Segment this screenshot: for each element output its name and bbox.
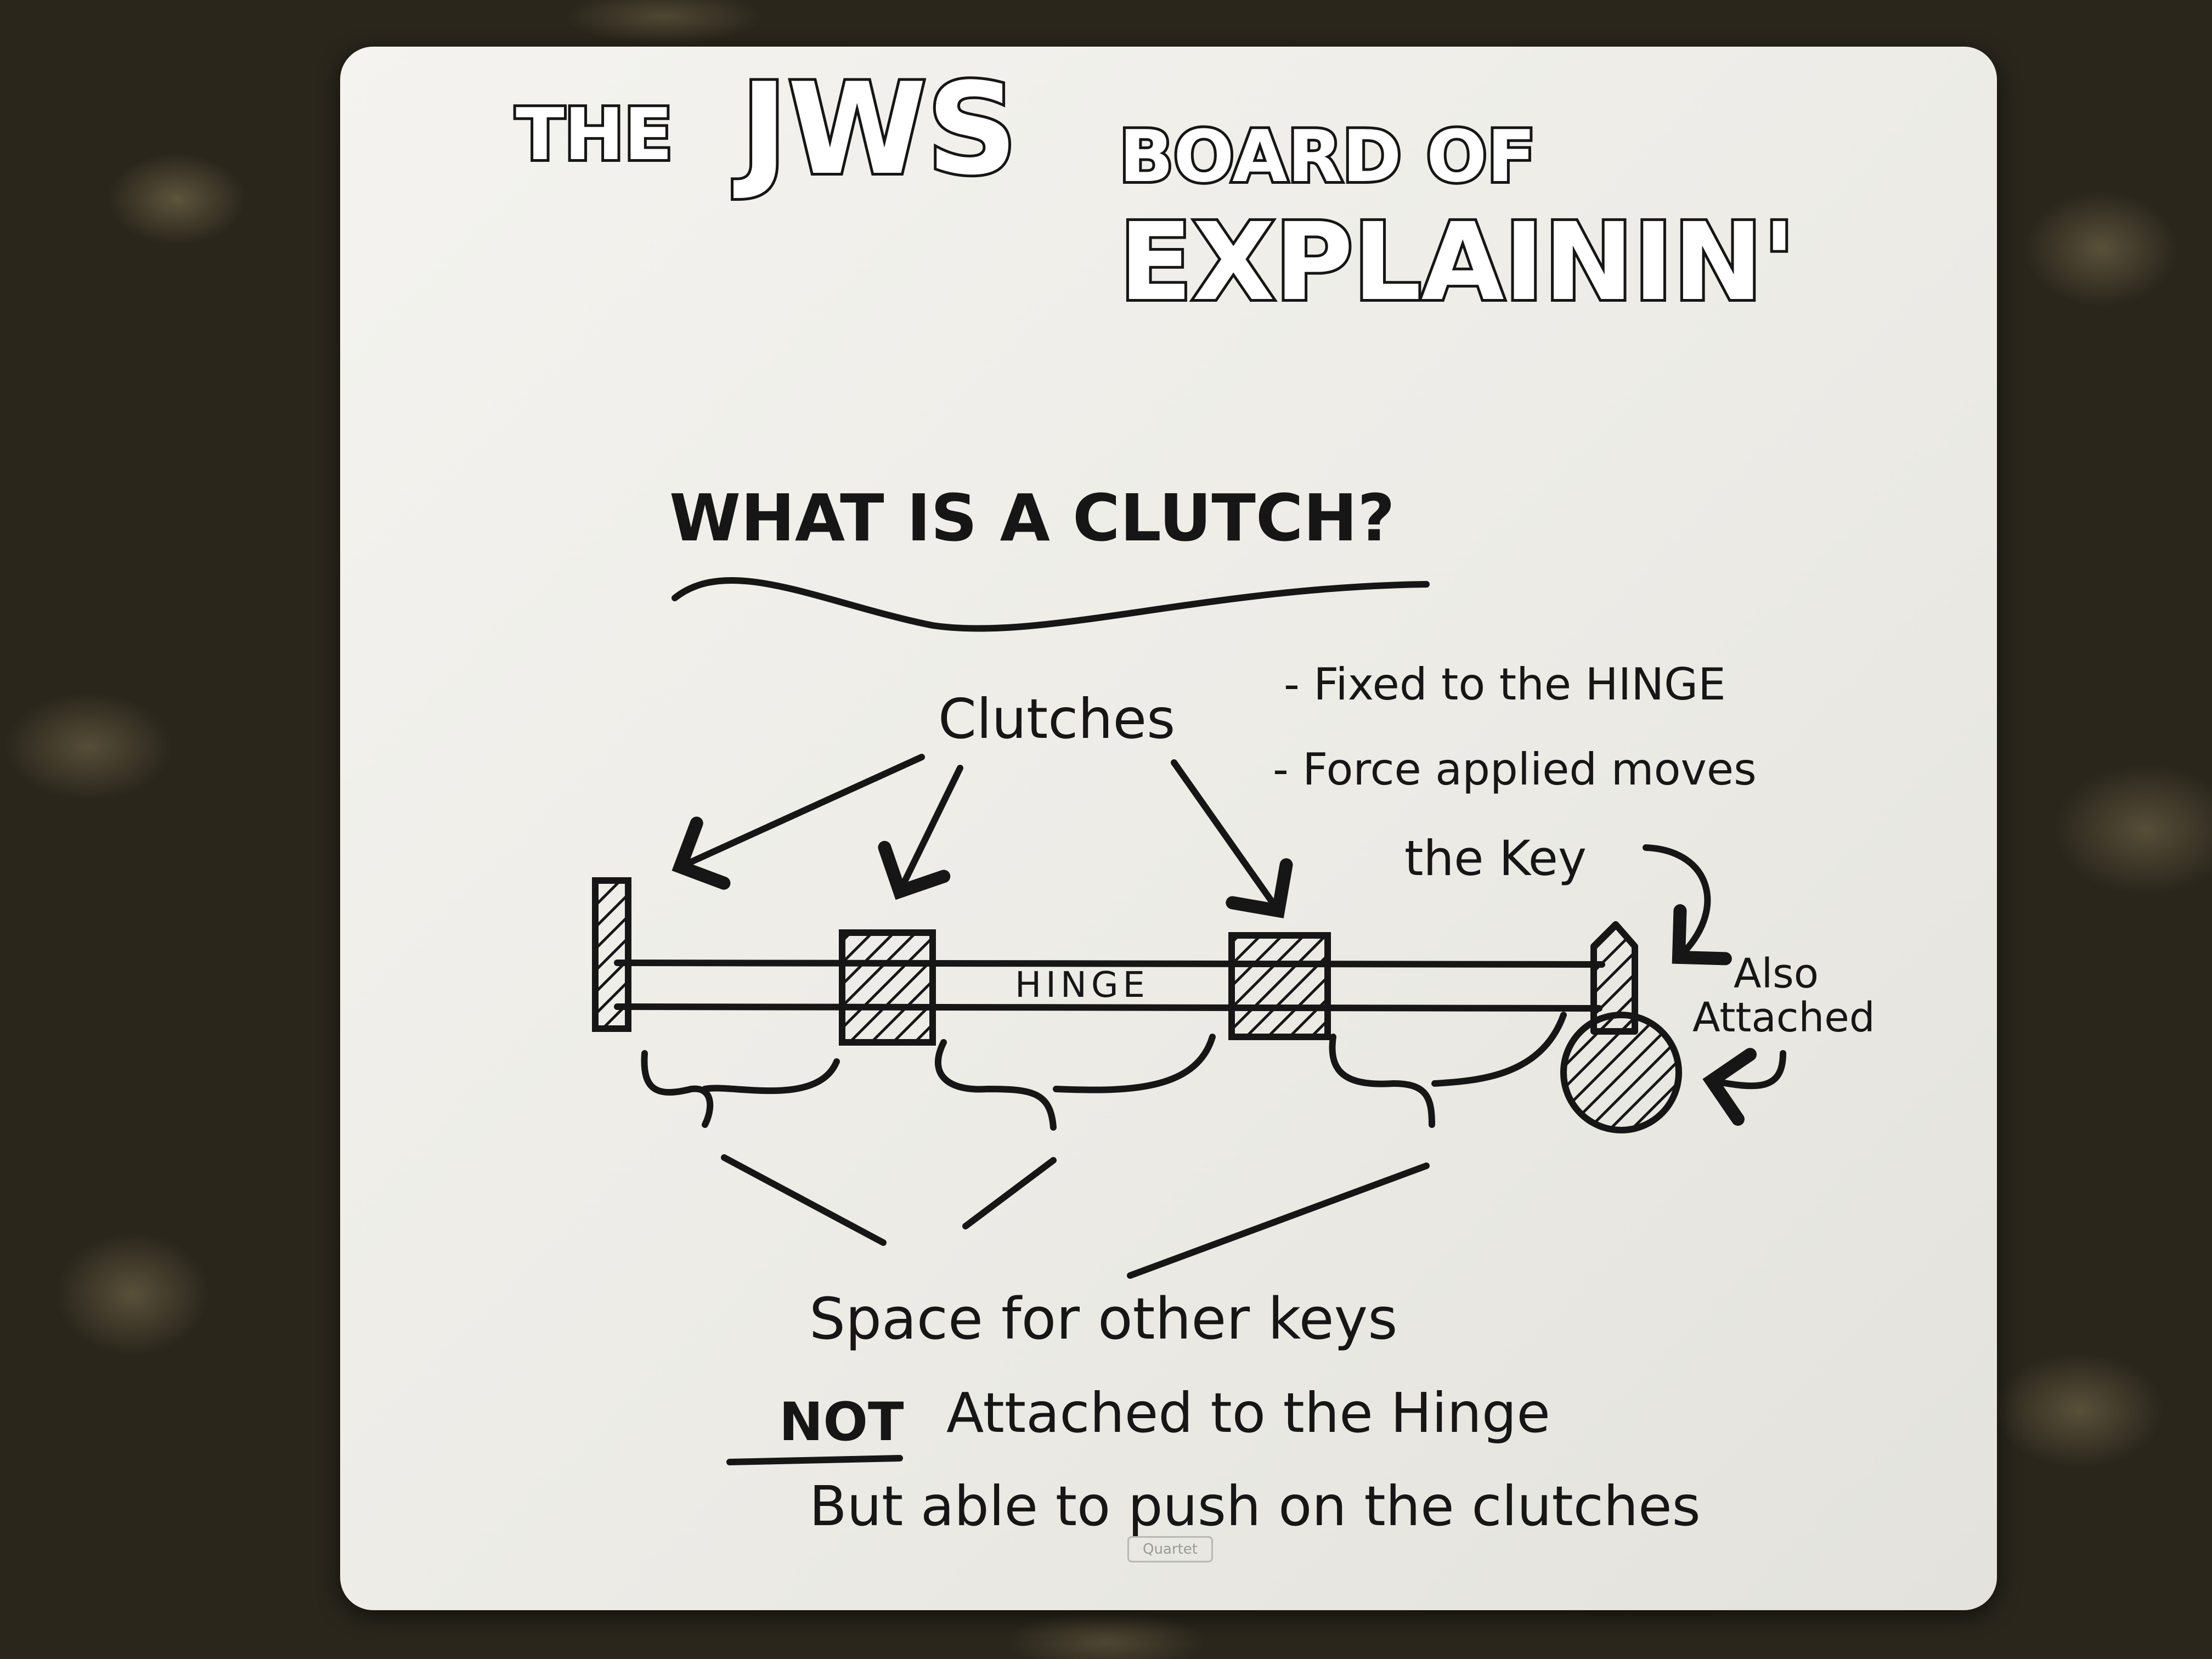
arrow-to-right-clutch	[1174, 763, 1278, 911]
middle-clutch-block	[842, 933, 933, 1042]
question-underline	[675, 580, 1426, 629]
clutches-label: Clutches	[938, 687, 1175, 751]
hinge-label: HINGE	[1015, 965, 1149, 1006]
note-fixed-to-hinge: - Fixed to the HINGE	[1284, 659, 1726, 710]
hinge-top-line	[617, 963, 1602, 964]
arrow-to-middle-clutch	[900, 768, 960, 891]
brace-gap-3	[1332, 1015, 1564, 1125]
arrow-also-attached	[1712, 1053, 1783, 1086]
not-underline	[730, 1458, 900, 1462]
pointer-line-3	[1130, 1166, 1426, 1276]
brace-gap-1	[644, 1053, 837, 1125]
quartet-brand-label: Quartet	[1127, 1536, 1213, 1562]
brace-gap-2	[938, 1037, 1212, 1127]
note-force-applied: - Force applied moves	[1273, 744, 1757, 795]
hinge-bottom-line	[617, 1007, 1599, 1008]
pointer-line-2	[966, 1160, 1053, 1226]
header-explainin: EXPLAININ'	[1119, 200, 1796, 324]
not-label: NOT	[779, 1391, 904, 1453]
question-heading: WHAT IS A CLUTCH?	[669, 480, 1395, 556]
header-board-of: BOARD OF	[1119, 115, 1536, 198]
note-the-key: the Key	[1404, 830, 1587, 887]
also-label: Also	[1734, 950, 1819, 997]
arrow-to-left-clutch	[680, 757, 922, 867]
attached-to-hinge: Attached to the Hinge	[946, 1381, 1550, 1445]
left-clutch-block	[595, 881, 628, 1029]
key-head	[1564, 1015, 1679, 1130]
right-clutch-block	[1232, 935, 1328, 1037]
header-jws: JWS	[733, 57, 1018, 203]
attached-label: Attached	[1692, 994, 1875, 1041]
pointer-line-1	[724, 1158, 883, 1243]
able-to-push: But able to push on the clutches	[809, 1474, 1701, 1538]
header-the: THE	[516, 93, 673, 176]
arrow-to-key	[1646, 848, 1707, 957]
space-for-other-keys: Space for other keys	[809, 1285, 1397, 1352]
